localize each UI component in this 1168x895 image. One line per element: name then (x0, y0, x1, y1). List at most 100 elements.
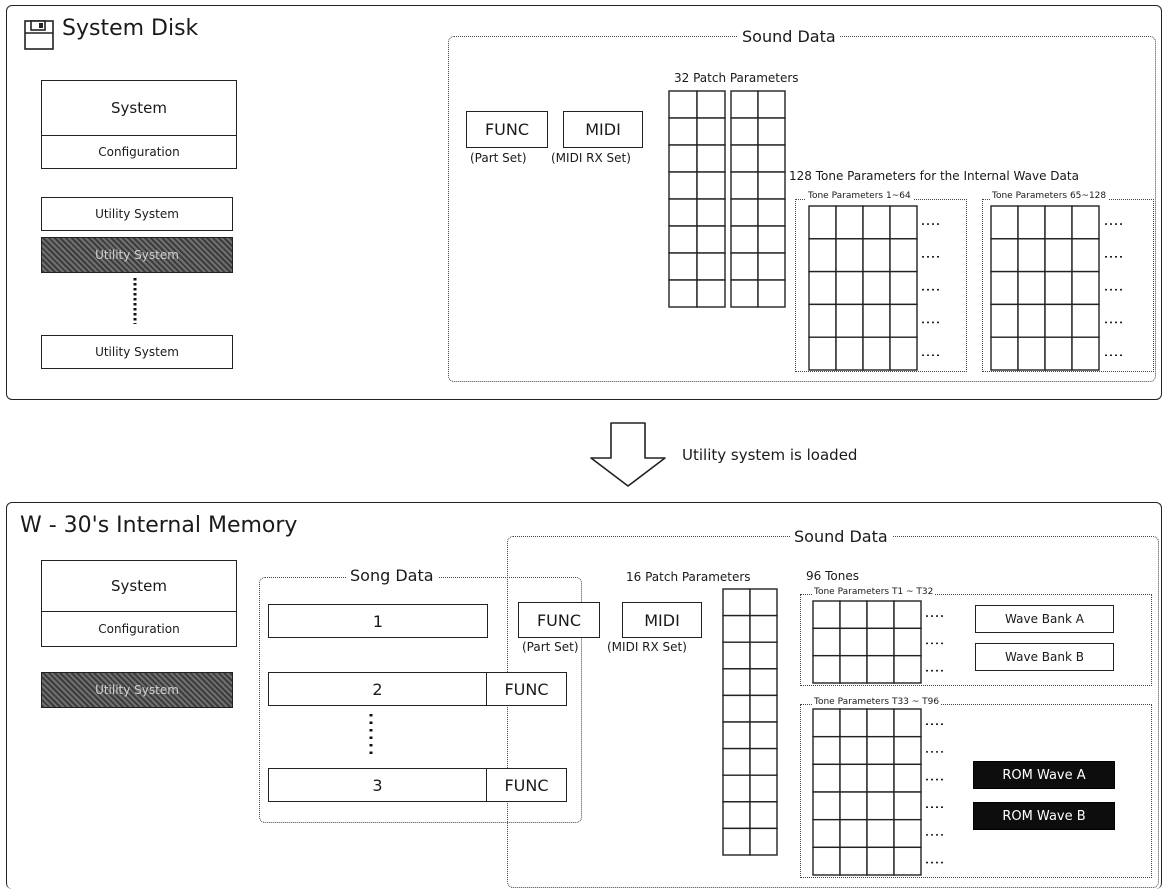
grid-cell (722, 668, 751, 697)
disk-tone-grid-2-continuation (1105, 223, 1123, 357)
grid-cell (1044, 205, 1073, 240)
grid-cell (749, 801, 778, 830)
grid-cell (839, 600, 868, 630)
memory-patch-grid (722, 588, 778, 856)
song-data-title: Song Data (346, 566, 438, 585)
grid-cell (990, 303, 1019, 338)
grid-cell (866, 708, 895, 738)
grid-cell (668, 171, 698, 200)
grid-cell (722, 614, 751, 643)
grid-cell (893, 627, 922, 657)
memory-system-box: System (41, 560, 237, 612)
grid-cell (839, 654, 868, 684)
grid-cell (1017, 270, 1046, 306)
grid-cell (812, 846, 841, 876)
grid-cell (862, 238, 891, 273)
grid-cell (889, 303, 918, 338)
grid-cell (808, 238, 837, 273)
grid-cell (1017, 205, 1046, 240)
grid-cell (835, 336, 864, 371)
grid-cell (1071, 303, 1100, 338)
arrow-label: Utility system is loaded (682, 446, 858, 464)
grid-cell (808, 205, 837, 240)
grid-cell (990, 205, 1019, 240)
grid-cell (668, 90, 698, 119)
grid-cell (757, 144, 786, 173)
grid-cell (668, 144, 698, 173)
grid-cell (668, 225, 698, 254)
grid-cell (866, 818, 895, 849)
song-2-box: 2 (268, 672, 487, 706)
memory-tone-grid-2 (812, 708, 922, 876)
wave-bank-b-box: Wave Bank B (975, 643, 1114, 671)
grid-cell (668, 198, 698, 227)
grid-cell (812, 735, 841, 766)
grid-cell (889, 336, 918, 371)
grid-cell (1044, 238, 1073, 273)
grid-cell (696, 225, 726, 254)
grid-cell (812, 600, 841, 630)
disk-tone-grid-1-continuation (922, 223, 940, 357)
disk-midi-box: MIDI (563, 111, 643, 148)
grid-cell (812, 708, 841, 738)
grid-cell (889, 270, 918, 306)
grid-cell (696, 144, 726, 173)
grid-cell (696, 252, 726, 281)
grid-cell (835, 238, 864, 273)
disk-tone-parameters-title: 128 Tone Parameters for the Internal Wav… (789, 169, 1079, 183)
disk-system-box: System (41, 80, 237, 136)
memory-tone-group-1-label: Tone Parameters T1 ~ T32 (812, 587, 936, 597)
song-3-box: 3 (268, 768, 487, 802)
grid-cell (839, 818, 868, 849)
grid-cell (749, 668, 778, 697)
grid-cell (893, 791, 922, 821)
disk-utility-system-1: Utility System (41, 197, 233, 231)
grid-cell (866, 654, 895, 684)
grid-cell (866, 735, 895, 766)
grid-cell (696, 171, 726, 200)
grid-cell (839, 735, 868, 766)
grid-cell (749, 641, 778, 670)
grid-cell (757, 171, 786, 200)
grid-cell (808, 336, 837, 371)
disk-patch-grid-2 (730, 90, 786, 308)
grid-cell (730, 252, 759, 281)
disk-part-set-label: (Part Set) (470, 151, 527, 165)
grid-cell (839, 708, 868, 738)
disk-tone-grid-1 (808, 205, 918, 371)
grid-cell (668, 117, 698, 146)
system-disk-title: System Disk (62, 16, 199, 41)
grid-cell (862, 336, 891, 371)
grid-cell (839, 846, 868, 876)
memory-configuration-box: Configuration (41, 611, 237, 647)
disk-patch-parameters-label: 32 Patch Parameters (674, 71, 799, 85)
disk-configuration-label: Configuration (98, 145, 180, 159)
grid-cell (893, 654, 922, 684)
grid-cell (835, 270, 864, 306)
grid-cell (722, 747, 751, 776)
grid-cell (730, 225, 759, 254)
grid-cell (866, 600, 895, 630)
grid-cell (812, 654, 841, 684)
grid-cell (1017, 336, 1046, 371)
grid-cell (839, 627, 868, 657)
disk-func-box: FUNC (466, 111, 548, 148)
disk-utility-system-2: Utility System (41, 237, 233, 273)
internal-memory-panel (6, 502, 1162, 889)
memory-tone-grid-1 (812, 600, 922, 684)
grid-cell (696, 90, 726, 119)
grid-cell (808, 270, 837, 306)
grid-cell (812, 763, 841, 793)
grid-cell (990, 270, 1019, 306)
memory-tone-grid-1-continuation (926, 615, 944, 672)
grid-cell (668, 252, 698, 281)
grid-cell (722, 827, 751, 856)
grid-cell (668, 279, 698, 308)
grid-cell (990, 238, 1019, 273)
grid-cell (812, 818, 841, 849)
grid-cell (749, 721, 778, 750)
grid-cell (749, 588, 778, 617)
grid-cell (730, 279, 759, 308)
grid-cell (1071, 205, 1100, 240)
grid-cell (730, 90, 759, 119)
